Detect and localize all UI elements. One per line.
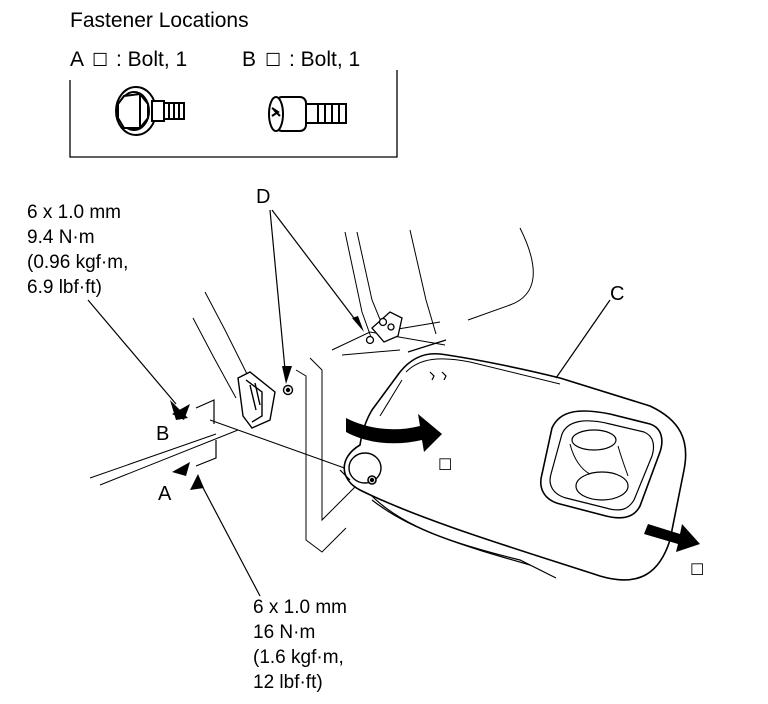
fastener-locations-title: Fastener Locations [70,9,249,32]
fastener-panel-border [69,70,398,158]
arrow-marker-2: ☐ [690,562,704,579]
torque-a-nm: 16 N·m [253,622,315,643]
arrowhead-a [190,474,204,490]
front-bracket [237,371,294,429]
seat-frame-lines [192,227,534,399]
leader-lines [87,209,611,597]
a-pointer [172,462,190,476]
fastener-a-desc: : Bolt, 1 [116,48,187,71]
arrow-marker-1: ☐ [438,457,452,474]
torque-b-size: 6 x 1.0 mm [27,202,121,223]
rotate-arrow-icon [346,414,442,452]
leader-arrowheads [170,316,364,490]
fastener-b-letter: B [242,48,256,71]
bolt-offset-lines [195,399,217,467]
torque-a-size: 6 x 1.0 mm [253,597,347,618]
arrowhead-d-2 [352,316,364,332]
floor-edge-lines [89,419,351,486]
socket-bolt-b-icon [268,96,347,132]
torque-spec-a: 6 x 1.0 mm 16 N·m (1.6 kgf·m, 12 lbf·ft) [253,597,347,693]
flange-bolt-a-icon [115,86,185,136]
b-pointer [172,404,190,420]
clip-d [365,311,447,353]
fastener-locations-panel: Fastener Locations A ☐ : Bolt, 1 B ☐ : B… [69,9,398,158]
torque-a-kgfm: (1.6 kgf·m, [253,647,344,668]
center-console-armrest [343,352,687,581]
fastener-b-desc: : Bolt, 1 [289,48,360,71]
callout-a: A [158,483,172,505]
torque-b-kgfm: (0.96 kgf·m, [27,252,128,273]
arrowhead-d-1 [282,366,292,384]
callout-d: D [256,186,270,208]
pull-arrow-icon [644,524,700,552]
torque-spec-b: 6 x 1.0 mm 9.4 N·m (0.96 kgf·m, 6.9 lbf·… [27,202,128,298]
torque-b-lbfft: 6.9 lbf·ft) [27,277,102,298]
fastener-b-symbol: ☐ [265,50,281,70]
fastener-a-symbol: ☐ [92,50,108,70]
callout-c: C [610,283,624,305]
callout-b: B [156,423,169,445]
fastener-a-letter: A [70,48,84,71]
torque-a-lbfft: 12 lbf·ft) [253,672,323,693]
torque-b-nm: 9.4 N·m [27,227,95,248]
